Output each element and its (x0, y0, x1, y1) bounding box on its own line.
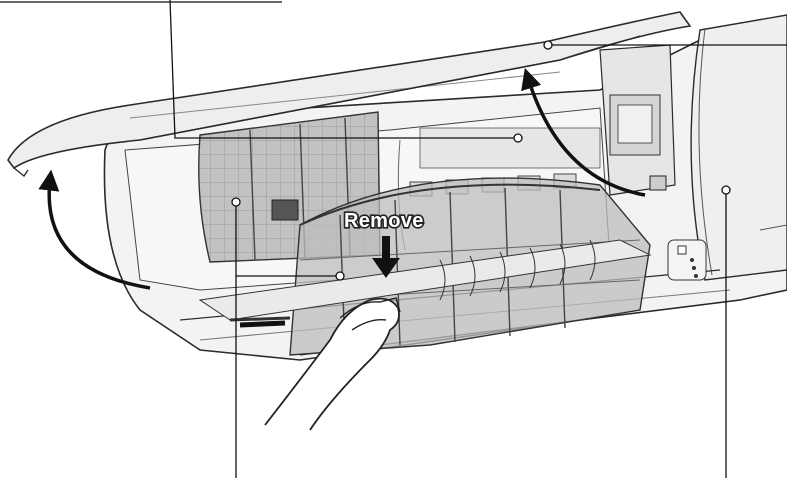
side-bracket (599, 44, 676, 196)
louver-strip (198, 239, 652, 328)
callout-dot (513, 133, 523, 143)
down-arrow-icon (372, 236, 400, 278)
callout-dot (543, 40, 553, 50)
indicator-panel (667, 239, 707, 281)
callout-dot (721, 185, 731, 195)
callout-dot (231, 197, 241, 207)
remove-instruction: Remove (342, 208, 425, 278)
front-panel-opened (7, 11, 692, 178)
callout-dot (335, 271, 345, 281)
curved-arrow-icon (521, 67, 646, 197)
remove-label: Remove (344, 210, 424, 232)
callout-lines (169, 0, 787, 478)
curved-arrow-icon (38, 169, 151, 290)
callout-line-top-left (169, 0, 518, 139)
hand-illustration (264, 297, 401, 431)
callout-dots (231, 40, 731, 281)
